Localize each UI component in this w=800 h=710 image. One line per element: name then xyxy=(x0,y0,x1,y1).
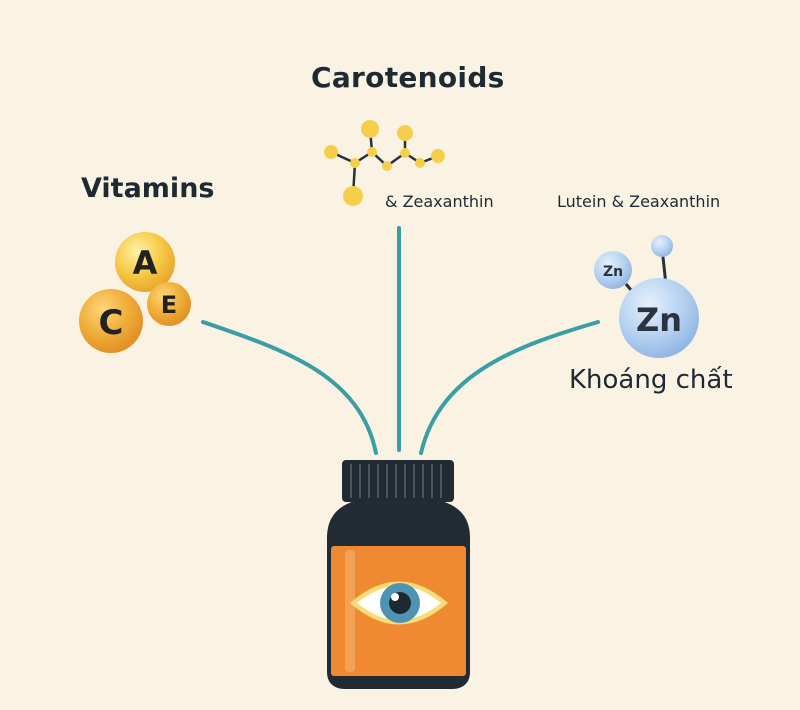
vitamin-a-capsule xyxy=(115,232,175,292)
connector-minerals xyxy=(419,320,600,455)
connector-vitamins xyxy=(201,320,378,455)
zinc-large-label: Zn xyxy=(636,301,682,339)
minerals-title: Khoáng chất xyxy=(569,365,733,395)
vitamin-capsules-icon: A C E xyxy=(79,232,191,353)
vitamins-title: Vitamins xyxy=(81,173,215,204)
eye-icon xyxy=(350,581,448,625)
supplement-bottle-icon xyxy=(327,460,470,689)
vitamin-a-letter: A xyxy=(133,244,158,282)
vitamin-c-letter: C xyxy=(99,303,124,343)
zinc-small-label: Zn xyxy=(603,264,623,280)
connectors xyxy=(201,226,600,455)
vitamin-e-capsule xyxy=(147,282,191,326)
zinc-atom-icon: Zn Zn xyxy=(594,235,699,358)
bottle-cap xyxy=(342,460,454,502)
minerals-subtitle: Lutein & Zeaxanthin xyxy=(557,192,721,211)
zinc-bond-atom xyxy=(651,235,673,257)
vitamin-e-letter: E xyxy=(161,291,177,319)
zinc-large-atom xyxy=(619,278,699,358)
carotenoids-subtitle: & Zeaxanthin xyxy=(385,192,494,211)
carotenoid-molecule-icon xyxy=(324,120,445,206)
carotenoids-title: Carotenoids xyxy=(311,61,505,94)
zinc-small-atom xyxy=(594,251,632,289)
vitamin-c-capsule xyxy=(79,289,143,353)
